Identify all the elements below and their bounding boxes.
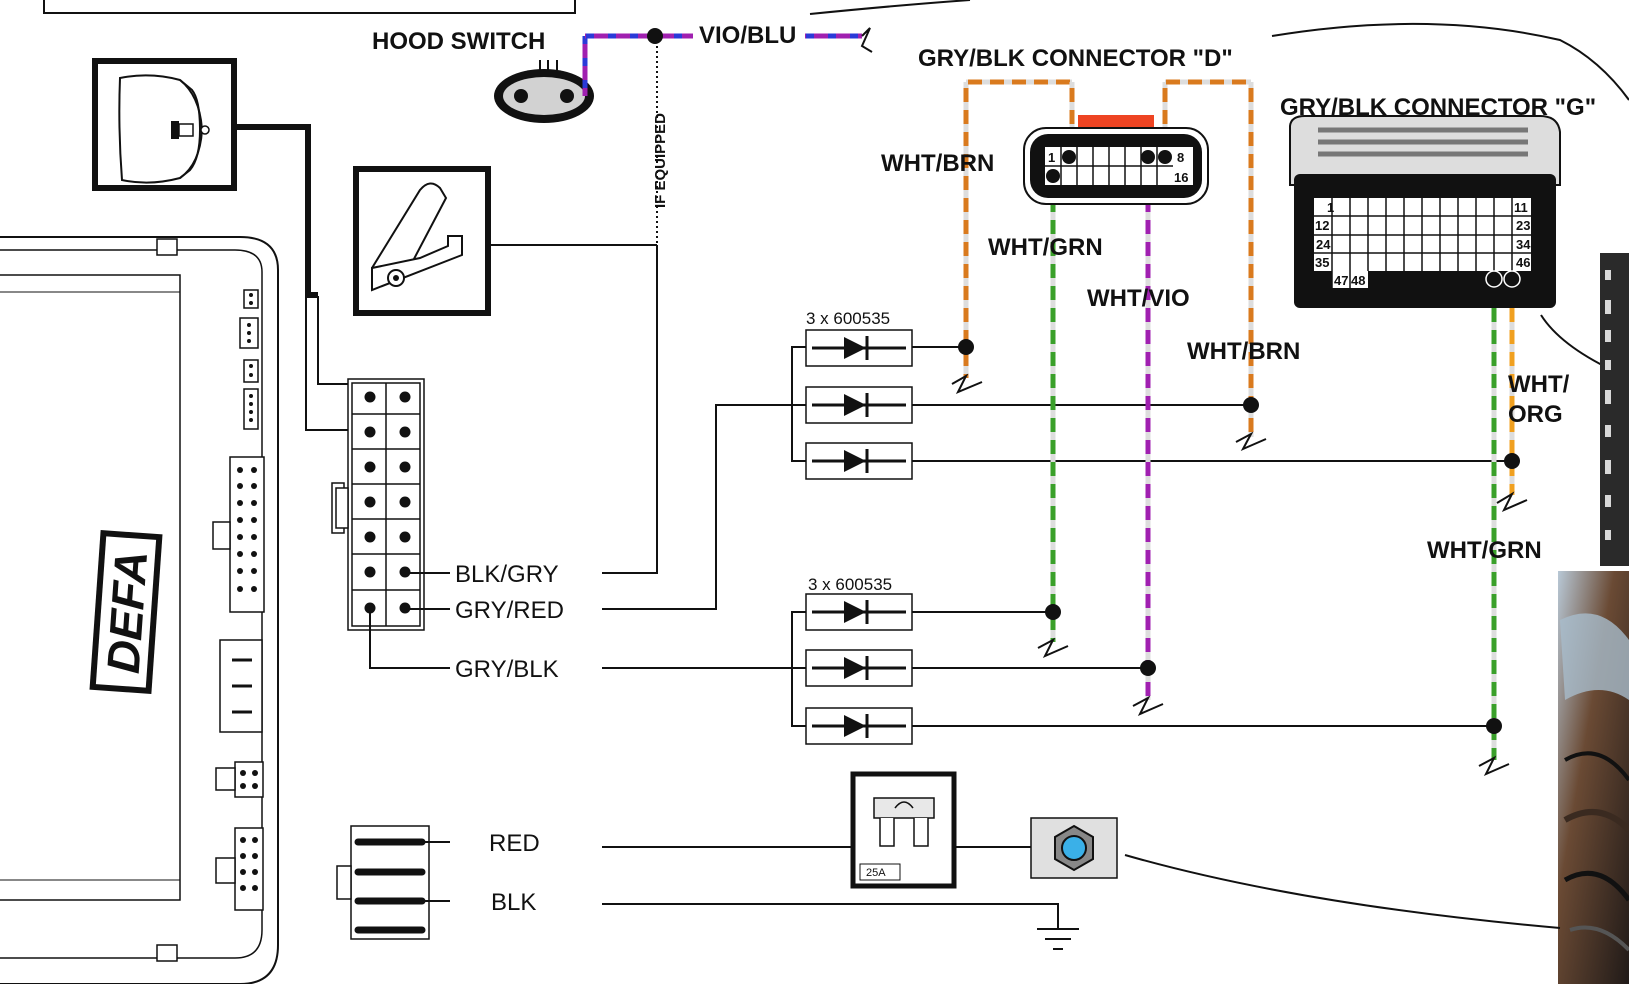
svg-text:11: 11 <box>1514 200 1528 215</box>
gry-red-label: GRY/RED <box>455 597 564 624</box>
diode-5 <box>805 649 913 687</box>
diode-group-bottom-label: 3 x 600535 <box>808 575 892 594</box>
connector-g: 1 11 12 23 24 34 35 46 47 48 <box>1289 115 1561 308</box>
fuse-rating: 25A <box>866 867 886 879</box>
leader-line-d <box>1271 22 1629 101</box>
wire-break-marks <box>951 373 1528 777</box>
svg-text:48: 48 <box>1351 273 1365 288</box>
connector-g-label: GRY/BLK CONNECTOR "G" <box>1280 94 1596 121</box>
wht-brn-left-label: WHT/BRN <box>881 150 994 177</box>
defa-module: DEFA <box>0 236 279 984</box>
svg-text:16: 16 <box>1174 170 1188 185</box>
hood-switch <box>494 60 594 123</box>
diode-6 <box>805 707 913 745</box>
wht-vio-label: WHT/VIO <box>1087 285 1190 312</box>
svg-text:12: 12 <box>1315 218 1329 233</box>
battery-terminal-icon <box>1030 817 1118 879</box>
svg-text:23: 23 <box>1516 218 1530 233</box>
svg-text:8: 8 <box>1177 150 1184 165</box>
svg-text:47: 47 <box>1334 273 1348 288</box>
blk-wire <box>602 903 1059 929</box>
hood-pin-cable <box>234 124 318 298</box>
connector-d-label: GRY/BLK CONNECTOR "D" <box>918 45 1233 72</box>
connector-d: 1 8 16 <box>1023 115 1209 205</box>
diode-group-top: 3 x 600535 <box>791 309 913 480</box>
svg-text:1: 1 <box>1048 150 1055 165</box>
hood-latch-icon <box>353 166 491 316</box>
blk-label: BLK <box>491 889 536 916</box>
wht-grn-right-label: WHT/GRN <box>1427 537 1542 564</box>
vio-blu-splice <box>647 28 663 44</box>
top-label-box <box>43 0 576 14</box>
hood-switch-label: HOOD SWITCH <box>372 28 545 55</box>
power-connector <box>336 825 430 940</box>
vehicle-photo-top <box>1600 253 1629 566</box>
svg-text:35: 35 <box>1315 255 1329 270</box>
blk-gry-run <box>602 245 658 574</box>
diode-4 <box>805 593 913 631</box>
vehicle-photo-bottom <box>1558 571 1629 984</box>
leader-line-top <box>809 0 971 15</box>
svg-text:DEFA: DEFA <box>97 549 157 675</box>
diode-group-top-label: 3 x 600535 <box>806 309 890 328</box>
vio-blu-label: VIO/BLU <box>699 22 796 49</box>
diode-2 <box>805 386 913 424</box>
diode-group-bottom: 3 x 600535 <box>791 575 913 745</box>
wht-grn-top-label: WHT/GRN <box>988 234 1103 261</box>
svg-text:24: 24 <box>1316 237 1331 252</box>
svg-text:46: 46 <box>1516 255 1530 270</box>
wht-brn-right-label: WHT/BRN <box>1187 338 1300 365</box>
wire-break <box>860 27 873 53</box>
fuse-icon: 25A <box>850 771 957 889</box>
hood-pin-wires <box>305 292 360 431</box>
svg-text:1: 1 <box>1327 200 1334 215</box>
gry-red-run <box>602 404 806 610</box>
wht-org-label-1: WHT/ <box>1508 371 1570 398</box>
gry-blk-label: GRY/BLK <box>455 656 559 683</box>
splice-points <box>958 339 1520 734</box>
diode-1 <box>805 329 913 367</box>
blk-gry-label: BLK/GRY <box>455 561 559 588</box>
harness-connector-14pin <box>331 378 425 631</box>
wht-org-label-2: ORG <box>1508 401 1563 428</box>
red-label: RED <box>489 830 540 857</box>
if-equipped-label: IF EQUIPPED <box>652 113 669 208</box>
hood-pin-switch-icon <box>92 58 237 191</box>
defa-logo: DEFA <box>89 530 163 694</box>
leader-line-battery <box>1124 854 1561 929</box>
svg-text:34: 34 <box>1516 237 1531 252</box>
ground-symbol <box>1037 928 1079 950</box>
diode-3 <box>805 442 913 480</box>
gry-blk-lead <box>369 608 450 669</box>
